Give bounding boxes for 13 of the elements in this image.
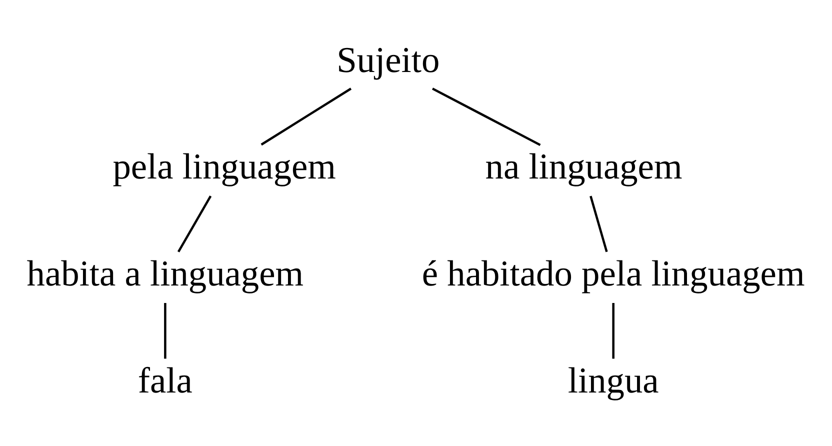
node-text: é habitado pela linguagem (422, 253, 805, 294)
connector (432, 87, 541, 146)
connector (590, 195, 608, 252)
node-text: Sujeito (336, 39, 440, 80)
node-text: pela linguagem (112, 146, 336, 186)
connector (612, 302, 614, 358)
connector (164, 302, 166, 358)
connector (260, 87, 352, 146)
node-text: fala (138, 360, 192, 400)
node-text: habita a linguagem (26, 253, 304, 294)
connector (177, 195, 212, 252)
node-text: lingua (568, 360, 659, 400)
node-text: na linguagem (485, 146, 682, 186)
